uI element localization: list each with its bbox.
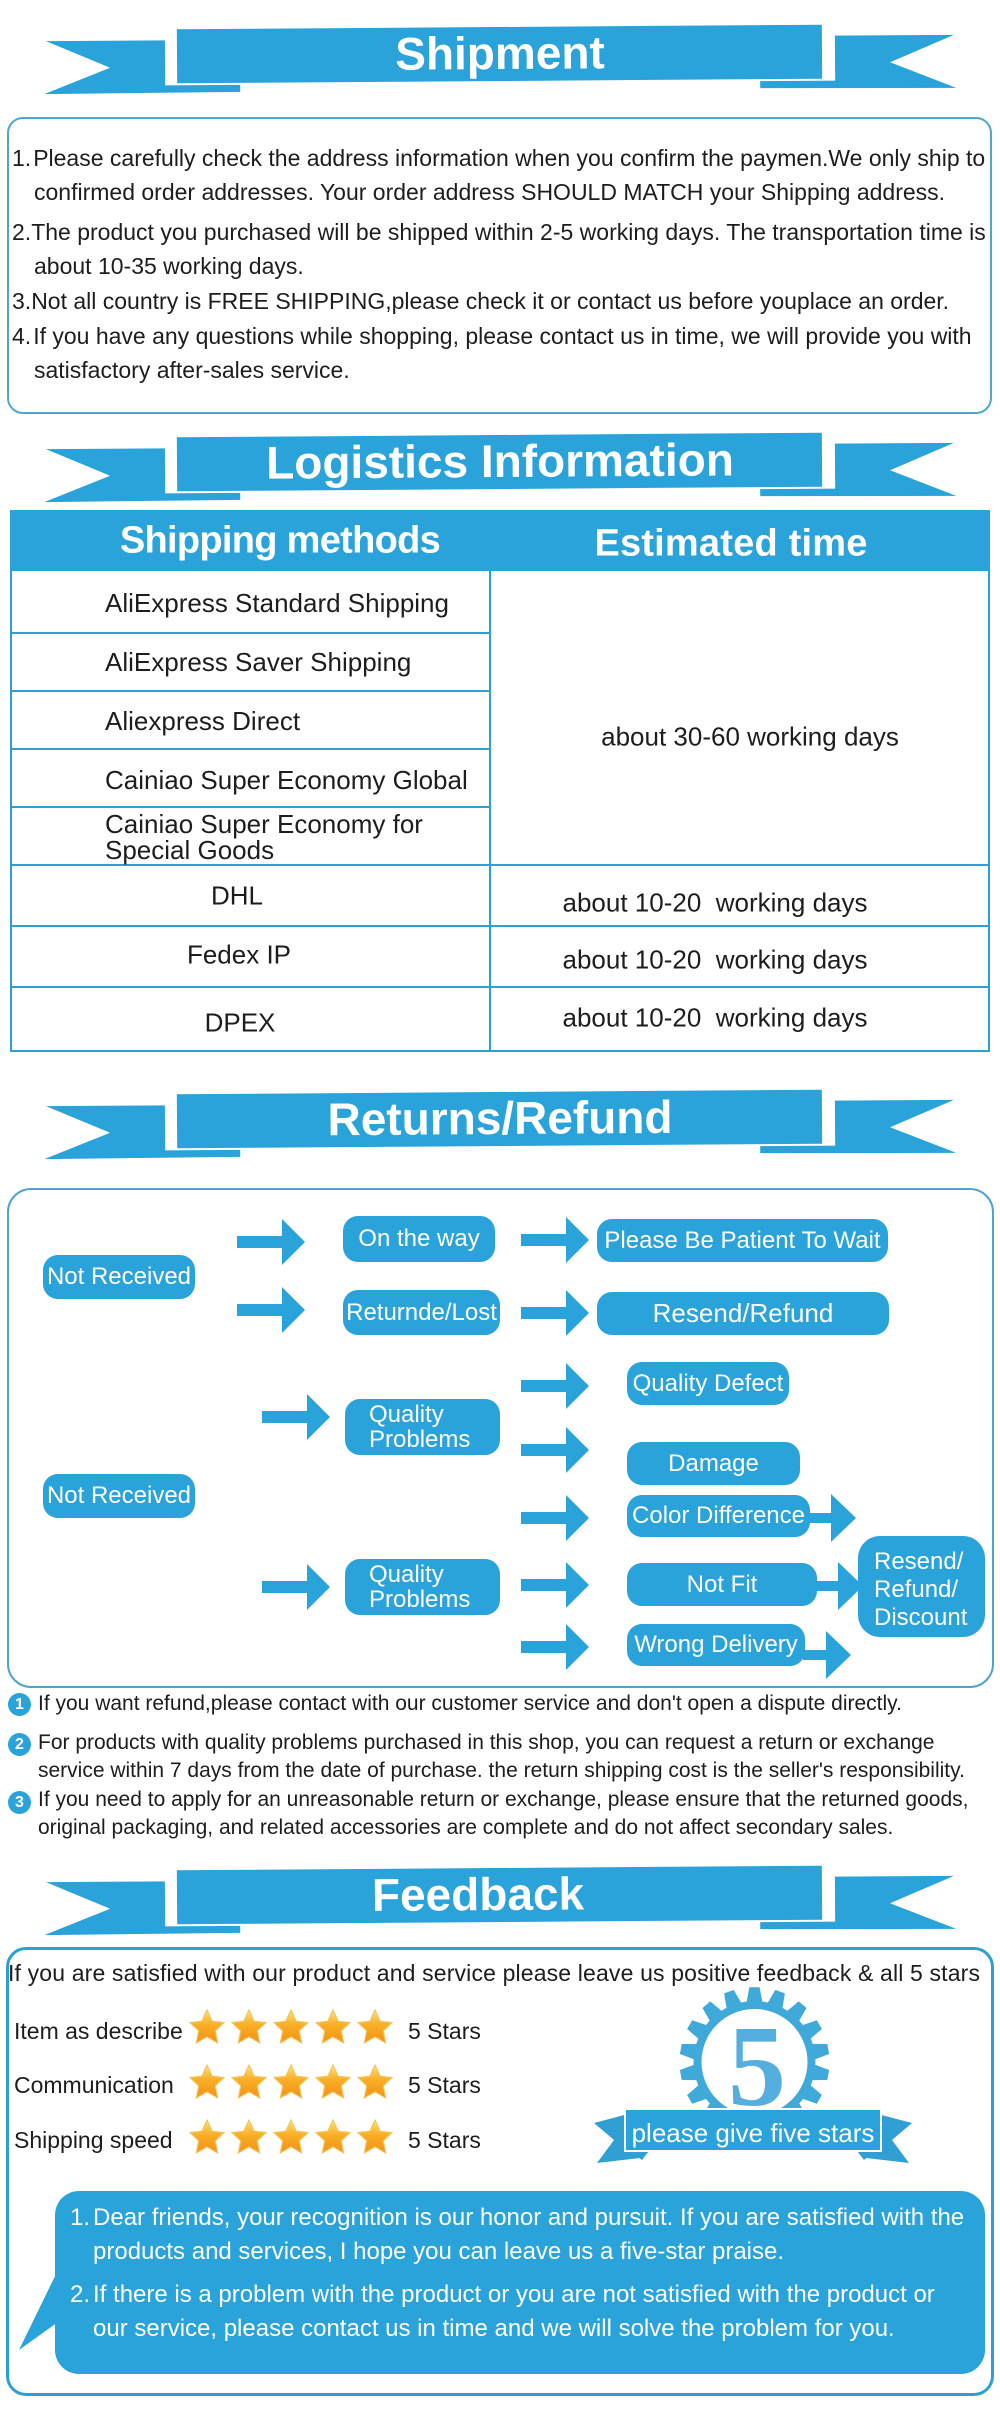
svg-text:please give five stars: please give five stars [632, 2118, 875, 2148]
svg-text:Feedback: Feedback [372, 1867, 585, 1920]
svg-text:Logistics Information: Logistics Information [266, 433, 734, 488]
svg-text:Returns/Refund: Returns/Refund [327, 1091, 672, 1145]
svg-text:Shipment: Shipment [395, 26, 605, 79]
